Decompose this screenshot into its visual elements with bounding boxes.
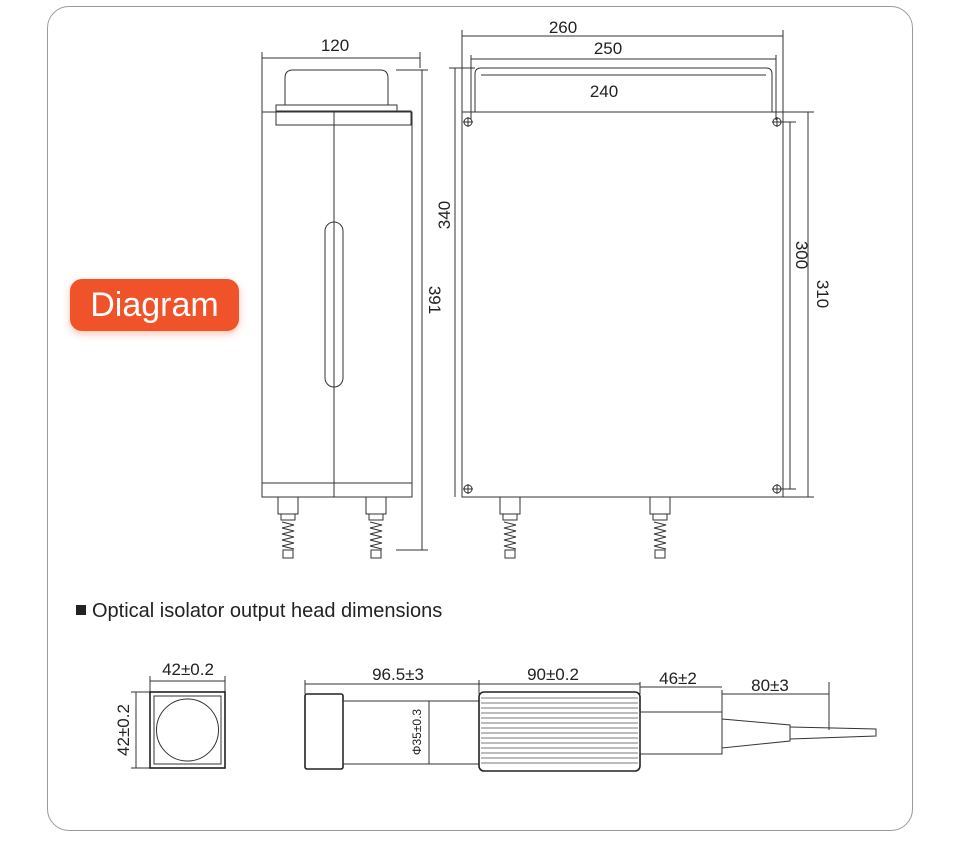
dim-front-height-right: 310 — [813, 280, 832, 308]
dim-side-width: 120 — [321, 36, 349, 55]
dim-head-neck-length: 46±2 — [659, 669, 697, 688]
front-connector-left — [499, 496, 521, 559]
front-view: 260 250 240 340 300 310 — [435, 18, 832, 559]
dim-front-outer-width: 260 — [549, 18, 577, 37]
dim-front-handle-inner: 240 — [590, 82, 618, 101]
dim-front-height-left: 340 — [435, 201, 454, 229]
side-view: 120 391 — [261, 36, 444, 559]
heatsink-fins — [478, 691, 641, 772]
dim-head-body-length: 96.5±3 — [372, 665, 424, 684]
side-connector-right — [365, 496, 387, 559]
front-connector-right — [649, 496, 671, 559]
dim-head-fin-length: 90±0.2 — [527, 665, 579, 684]
dim-front-hole-spacing: 300 — [792, 241, 811, 269]
bullet-square-icon — [76, 605, 86, 615]
section-title: Optical isolator output head dimensions — [92, 600, 443, 622]
dim-head-square-width: 42±0.2 — [162, 660, 214, 679]
side-connector-left — [277, 496, 299, 559]
dim-side-height: 391 — [425, 286, 444, 314]
dim-head-square-height: 42±0.2 — [114, 704, 133, 756]
head-side-view: 96.5±3 90±0.2 46±2 80±3 Φ35±0.3 — [304, 665, 877, 772]
diagram-badge: Diagram — [70, 279, 239, 331]
dim-head-diameter: Φ35±0.3 — [410, 709, 424, 756]
section-heading: Optical isolator output head dimensions — [76, 600, 442, 623]
head-end-view: 42±0.2 42±0.2 — [114, 660, 226, 769]
dim-front-handle-width: 250 — [594, 39, 622, 58]
dim-head-cable-length: 80±3 — [751, 676, 789, 695]
